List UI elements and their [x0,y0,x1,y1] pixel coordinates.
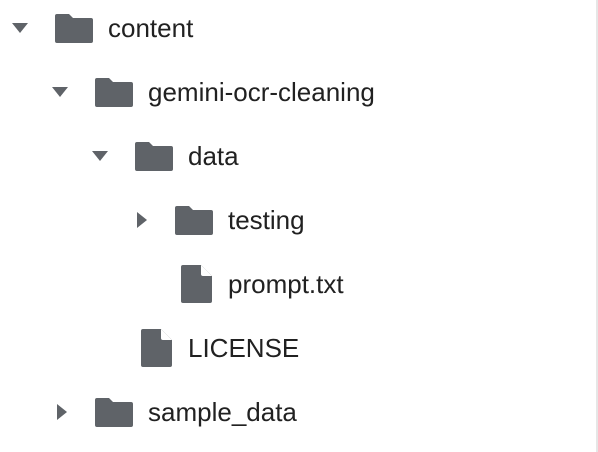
folder-icon [54,8,94,48]
tree-item-label: sample_data [148,397,297,427]
folder-icon [94,392,134,432]
folder-icon [94,72,134,112]
caret-down-icon[interactable] [8,16,32,40]
caret-down-icon[interactable] [88,144,112,168]
tree-item-testing[interactable]: testing [0,188,596,252]
tree-item-label: content [108,13,194,43]
caret-down-icon[interactable] [48,80,72,104]
file-icon [176,264,216,304]
tree-item-gemini-ocr-cleaning[interactable]: gemini-ocr-cleaning [0,60,596,124]
tree-item-label: data [188,141,239,171]
file-icon [136,328,176,368]
tree-item-prompt-txt[interactable]: prompt.txt [0,252,596,316]
caret-right-icon[interactable] [130,208,154,232]
tree-item-label: LICENSE [188,333,300,363]
tree-item-license[interactable]: LICENSE [0,316,596,380]
folder-icon [174,200,214,240]
tree-item-label: testing [228,205,305,235]
tree-item-content[interactable]: content [0,0,596,60]
caret-right-icon[interactable] [50,400,74,424]
tree-item-sample-data[interactable]: sample_data [0,380,596,444]
tree-item-label: prompt.txt [228,269,344,299]
tree-item-data[interactable]: data [0,124,596,188]
folder-icon [134,136,174,176]
tree-item-label: gemini-ocr-cleaning [148,77,375,107]
